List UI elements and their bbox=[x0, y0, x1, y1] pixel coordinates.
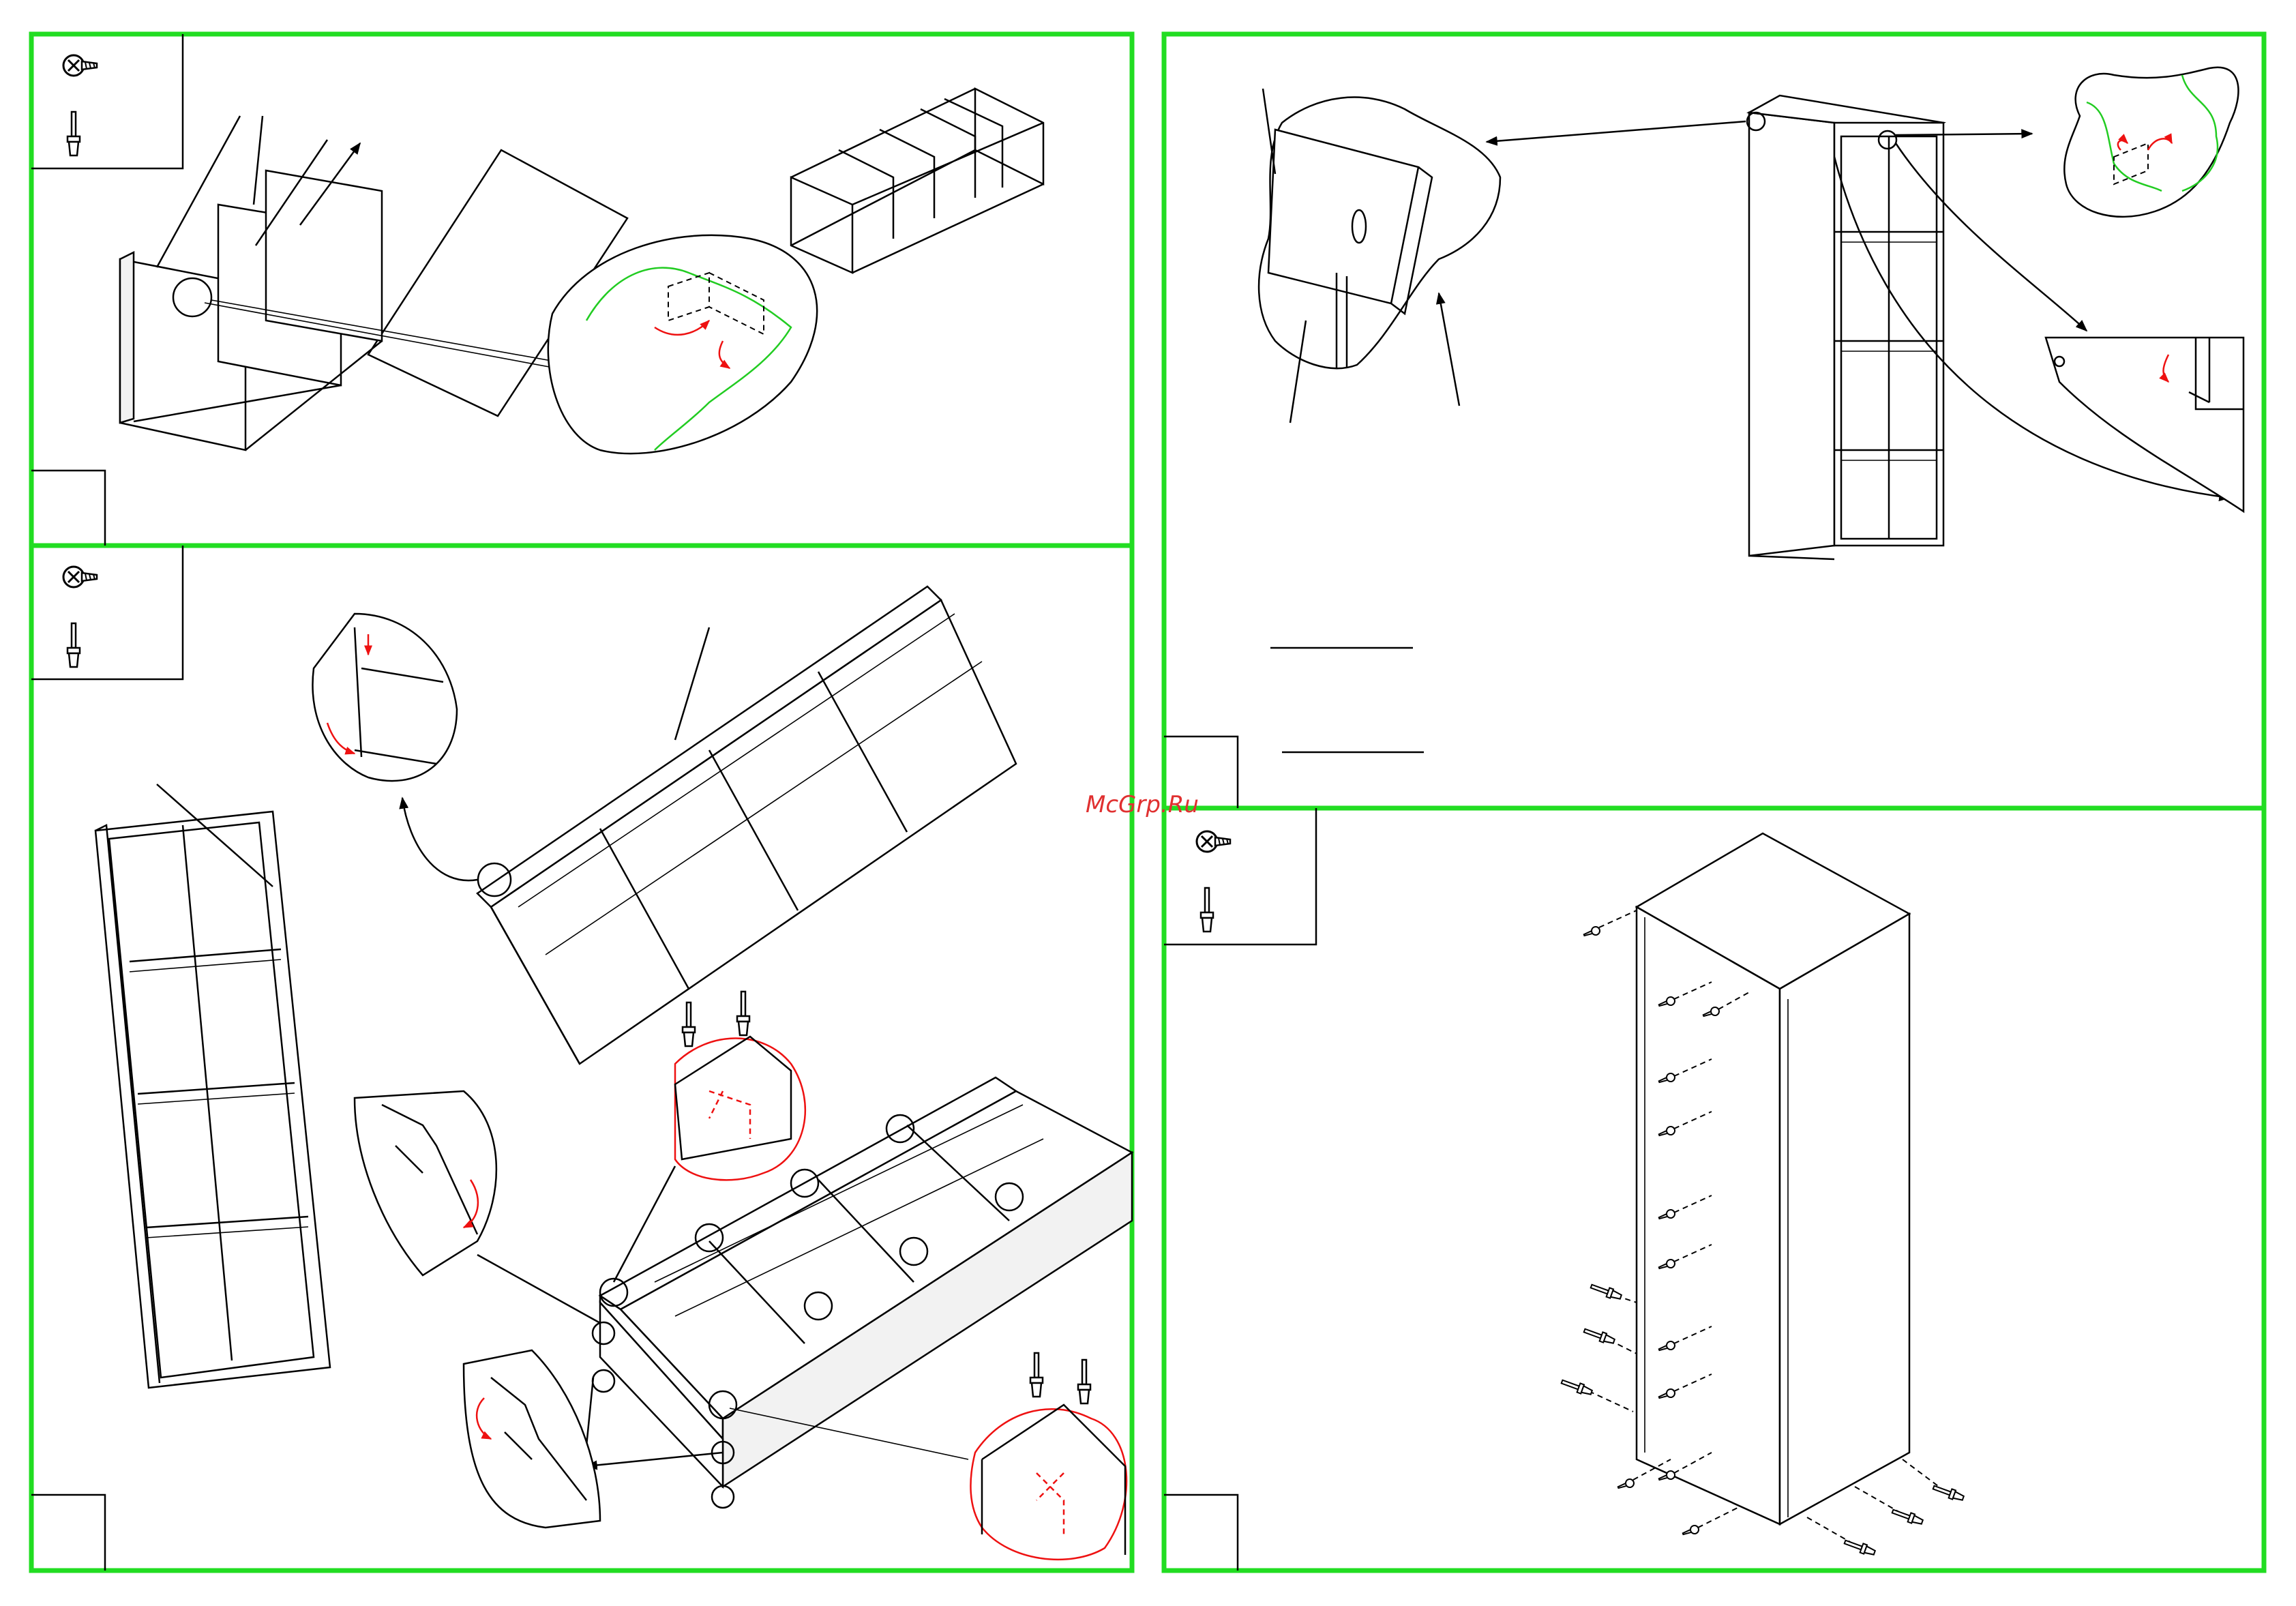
cam-bolt-icon bbox=[68, 112, 80, 155]
frame-assembly-upper bbox=[477, 586, 1016, 1064]
screw-icon bbox=[63, 55, 97, 76]
cam-bolt-icon bbox=[1030, 1353, 1043, 1397]
cam-bolt-icon bbox=[1078, 1360, 1090, 1403]
cam-bolt-icon bbox=[683, 1002, 695, 1046]
detail-bubble bbox=[464, 1350, 600, 1528]
frame-assembly-left bbox=[95, 812, 330, 1388]
partition-panel bbox=[266, 170, 382, 341]
cam-bolt-icon bbox=[737, 992, 749, 1035]
partition-assembly-preview bbox=[791, 89, 1043, 273]
step-number-box bbox=[31, 1495, 105, 1571]
watermark-text: McGrp.Ru bbox=[1086, 791, 1199, 818]
detail-bubble bbox=[355, 1091, 496, 1275]
detail-bubble bbox=[2046, 338, 2243, 511]
hardware-box bbox=[31, 34, 183, 168]
step-number-box bbox=[1164, 1495, 1238, 1571]
cam-bolt-icon bbox=[68, 623, 80, 667]
detail-bubble bbox=[970, 1409, 1127, 1560]
detail-bubble bbox=[2064, 68, 2238, 217]
screw-icon bbox=[1197, 831, 1230, 852]
assembled-cabinet bbox=[1637, 833, 1909, 1524]
step-number-box bbox=[31, 471, 105, 546]
hardware-box bbox=[1164, 808, 1316, 945]
cam-bolt-icon bbox=[1201, 888, 1213, 932]
detail-bubble bbox=[675, 1039, 805, 1180]
hardware-box bbox=[31, 546, 183, 679]
screw-icon bbox=[63, 567, 97, 587]
